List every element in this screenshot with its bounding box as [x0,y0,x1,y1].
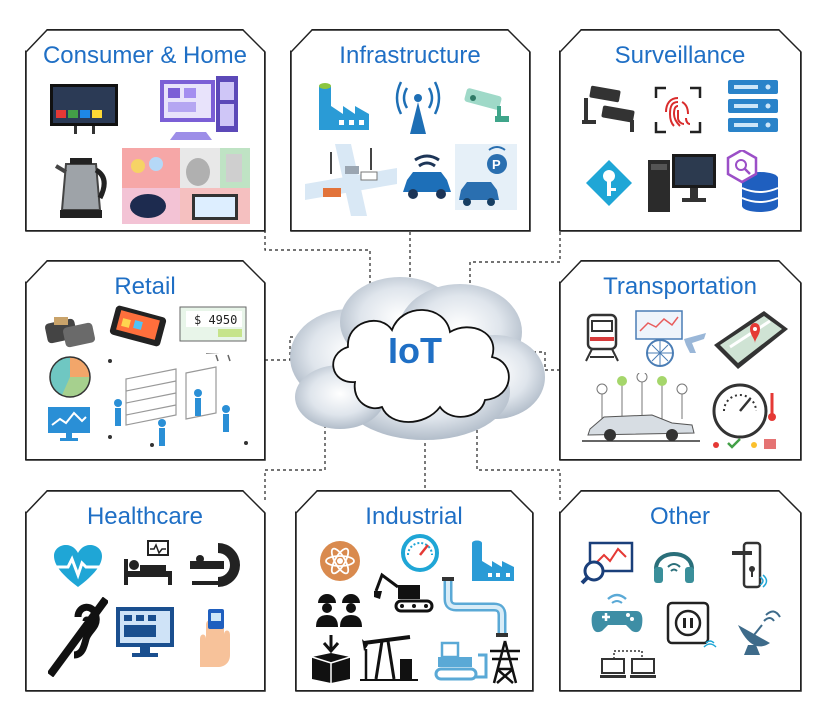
panel-title: Consumer & Home [42,42,248,69]
database-search-icon [726,150,784,212]
cctv-cameras-icon [582,84,638,136]
panel-title: Other [649,503,711,530]
game-controller-icon [590,589,644,637]
satellite-dish-icon [730,605,782,657]
tv-icon [48,80,120,138]
panel-transportation: Transportation [559,260,801,460]
panel-title: Infrastructure [339,42,481,69]
bulldozer-icon [428,639,488,683]
panel-industrial: Industrial [295,490,533,691]
intersection-traffic-icon [305,144,397,216]
workers-icon [314,593,366,629]
smart-home-dashboard-icon [156,70,246,150]
kettle-icon [54,148,112,220]
panel-retail: Retail $ 4950 [25,260,265,460]
panel-infrastructure: Infrastructure [290,29,530,231]
train-icon [582,313,622,363]
gauge-icon [400,533,440,573]
panel-consumer-home: Consumer & Home [25,29,265,231]
store-shelves-icon [106,353,256,453]
network-computers-icon [600,649,656,679]
smart-parking-icon: P [455,144,517,210]
mri-scanner-icon [188,541,242,589]
computer-workstation-icon [646,150,718,216]
power-tower-icon [488,639,522,685]
headphones-icon [652,543,696,585]
price-tag-display-icon: $ 4950 [178,305,248,343]
antenna-icon [393,80,443,136]
panel-title: Transportation [603,273,757,300]
cloud-icon [290,277,545,440]
connected-vehicle-icon [582,373,700,443]
smart-devices-collage-icon [122,148,250,224]
smart-plug-icon [664,599,718,651]
panel-healthcare: Healthcare [25,490,265,691]
pipeline-icon [442,577,518,639]
analytics-monitor-icon [580,541,634,585]
pie-chart-icon [48,355,92,399]
phone-map-icon [710,307,792,373]
heartbeat-icon [52,543,104,589]
speedometer-icon [710,381,786,453]
package-icon [308,635,354,685]
excavator-icon [372,569,436,617]
security-camera-icon [459,86,513,126]
panel-title: Industrial [365,503,463,530]
medical-monitor-icon [114,605,176,661]
server-rack-icon [726,78,780,136]
iot-cloud: IoT [280,262,550,452]
panel-other: Other [559,490,801,691]
svg-text:P: P [492,157,501,172]
hospital-bed-icon [122,539,174,589]
atom-icon [318,539,362,583]
panel-title: Retail [114,273,176,300]
panel-surveillance: Surveillance [559,29,801,231]
oil-pump-icon [360,631,418,683]
pos-terminal-icon [108,305,168,351]
payment-devices-icon [42,311,102,351]
smart-lock-icon [730,541,770,591]
hearing-aid-icon [48,597,108,677]
connected-car-icon [399,152,455,204]
panel-title: Surveillance [614,42,746,69]
flight-data-icon [634,309,708,369]
factory-icon [313,80,373,136]
monitor-graph-icon [46,405,92,443]
svg-text:$ 4950: $ 4950 [194,313,237,327]
key-icon [584,158,634,208]
fingerprint-scan-icon [652,84,704,136]
iot-label: IoT [388,330,442,371]
panel-title: Healthcare [86,503,204,530]
pulse-oximeter-icon [190,605,240,669]
